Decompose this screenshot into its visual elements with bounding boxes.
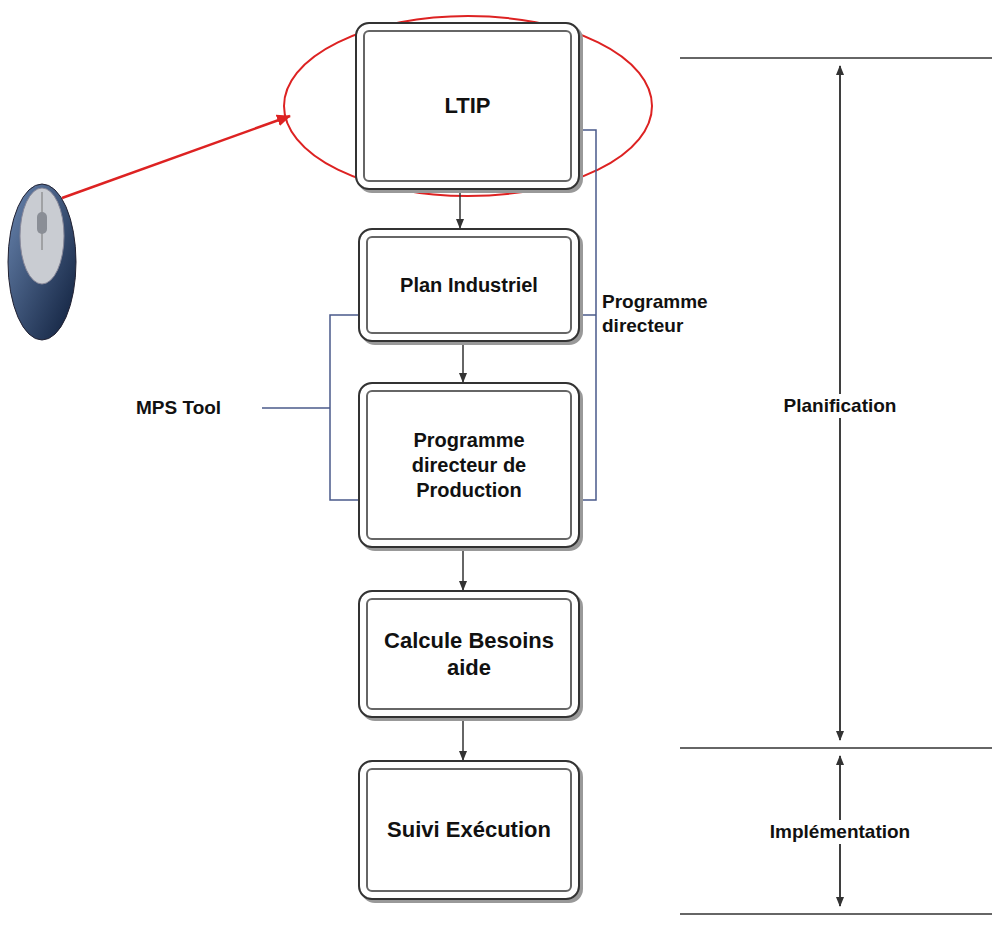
process-box: Plan Industriel xyxy=(358,228,580,342)
process-box: Suivi Exécution xyxy=(358,760,580,900)
callout-arrow xyxy=(62,116,290,198)
flow-arrow xyxy=(462,718,464,760)
flow-arrow xyxy=(462,548,464,590)
annotation-label: Planification xyxy=(770,394,910,418)
box-text: Calcule Besoins aide xyxy=(374,627,564,682)
flow-arrow xyxy=(462,342,464,382)
annotation-label: MPS Tool xyxy=(136,396,260,420)
highlight-ellipse xyxy=(284,16,652,196)
box-text: Programme directeur de Production xyxy=(374,428,564,503)
process-box: LTIP xyxy=(355,22,580,190)
process-box: Programme directeur de Production xyxy=(358,382,580,548)
annotation-label: Programme directeur xyxy=(602,290,732,338)
box-text: Suivi Exécution xyxy=(387,816,551,844)
phase-scale xyxy=(680,58,992,914)
flow-arrow xyxy=(459,190,461,228)
programme-bracket xyxy=(582,130,596,500)
box-text: Plan Industriel xyxy=(400,273,538,298)
process-box: Calcule Besoins aide xyxy=(358,590,580,718)
mps-bracket xyxy=(262,315,358,500)
box-text: LTIP xyxy=(444,92,490,120)
mouse-icon xyxy=(8,184,76,340)
annotation-label: Implémentation xyxy=(760,820,920,844)
